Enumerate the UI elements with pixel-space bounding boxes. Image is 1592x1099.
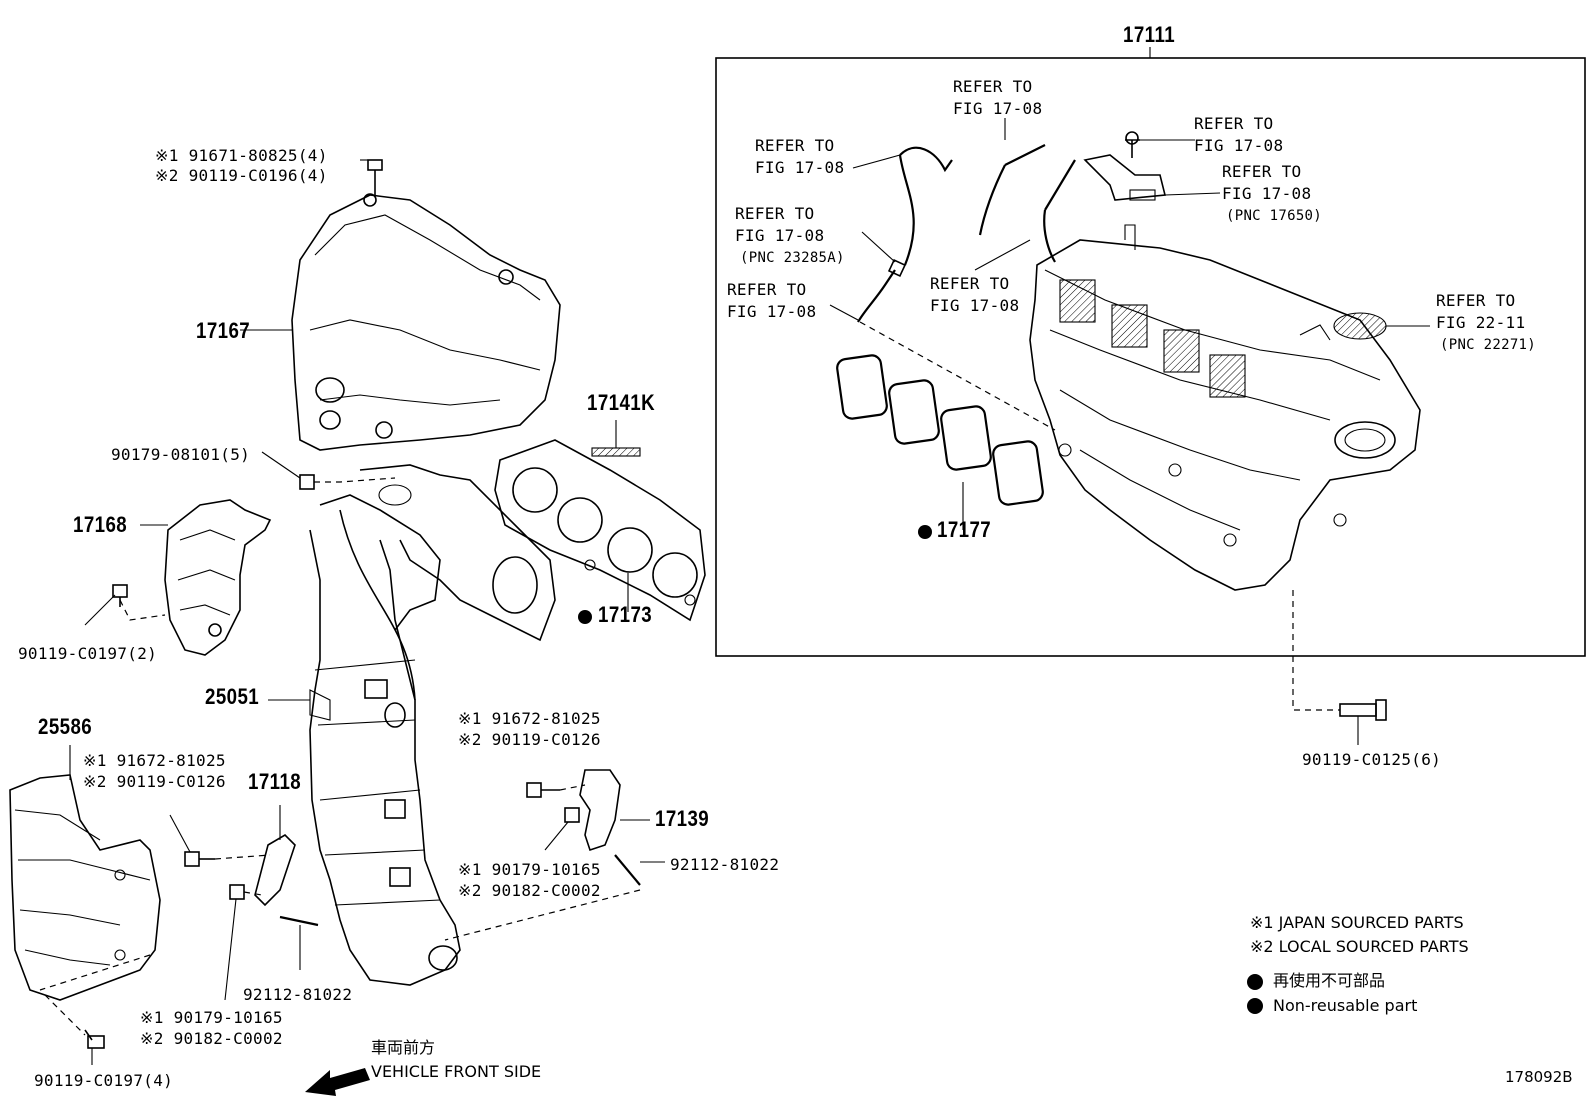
refer-label: FIG 17-08	[1222, 184, 1312, 203]
exhaust-gasket-drawing	[494, 439, 706, 622]
bolt-c0197-2-drawing	[84, 584, 166, 626]
bracket-17139-drawing	[579, 769, 650, 852]
part-label-17168: 17168	[73, 512, 128, 537]
fastener-label: 90119-C0197(4)	[34, 1071, 174, 1090]
mesh-filter-drawing	[1333, 312, 1430, 340]
figure-code: 178092B	[1505, 1068, 1573, 1086]
refer-label: FIG 17-08	[755, 158, 845, 177]
intake-manifold-drawing	[1029, 224, 1421, 591]
part-label-17118: 17118	[248, 769, 302, 794]
fastener-label: ※1 91671-80825(4)	[155, 146, 328, 165]
fastener-label: 92112-81022	[670, 855, 780, 874]
heat-insulator-lower-drawing	[9, 745, 161, 1001]
fastener-label: 90119-C0125(6)	[1302, 750, 1442, 769]
left-nut-drawing	[224, 884, 263, 1001]
dashed-guide	[39, 954, 151, 991]
refer-label: FIG 17-08	[953, 99, 1043, 118]
right-stud-drawing	[444, 854, 665, 941]
vehicle-front-jp: 車両前方	[371, 1038, 436, 1057]
right-bolt-drawing	[526, 782, 586, 798]
part-label-17139: 17139	[655, 806, 710, 831]
nonreuse-bullet-icon	[918, 525, 932, 539]
intake-gaskets-drawing	[836, 354, 1044, 530]
part-label-17141k: 17141K	[587, 390, 656, 415]
fastener-label: ※1 90179-10165	[140, 1008, 283, 1027]
fastener-label: ※2 90119-C0126	[458, 730, 601, 749]
refer-label: REFER TO	[727, 280, 807, 299]
fastener-label: 92112-81022	[243, 985, 353, 1004]
part-label-17167: 17167	[196, 318, 251, 343]
fastener-label: ※2 90119-C0126	[83, 772, 226, 791]
left-stud-drawing	[279, 915, 319, 970]
part-label-17177: 17177	[937, 517, 992, 542]
exhaust-manifold-drawing	[268, 464, 556, 986]
legend-japan-sourced: ※1 JAPAN SOURCED PARTS	[1250, 913, 1464, 932]
legend-nonreuse-jp: 再使用不可部品	[1273, 971, 1386, 990]
refer-label: FIG 17-08	[1194, 136, 1284, 155]
heat-insulator-side-drawing	[140, 499, 272, 656]
fastener-label: ※2 90182-C0002	[140, 1029, 283, 1048]
nonreuse-bullet-icon	[1247, 998, 1263, 1014]
legend-nonreuse-en: Non-reusable part	[1273, 996, 1418, 1015]
hoses-drawing	[829, 118, 1076, 323]
refer-label: FIG 17-08	[727, 302, 817, 321]
vehicle-front-en: VEHICLE FRONT SIDE	[371, 1062, 542, 1081]
refer-label: REFER TO	[1436, 291, 1516, 310]
fastener-label: 90119-C0197(2)	[18, 644, 158, 663]
refer-label: REFER TO	[1222, 162, 1302, 181]
vehicle-front-arrow-icon	[305, 1068, 370, 1096]
heat-insulator-upper-drawing	[240, 193, 561, 451]
top-bolt-drawing	[360, 159, 383, 195]
refer-label: REFER TO	[755, 136, 835, 155]
part-label-17173: 17173	[598, 602, 653, 627]
left-bolt-drawing	[169, 814, 271, 867]
intake-manifold-frame	[715, 47, 1586, 657]
legend-local-sourced: ※2 LOCAL SOURCED PARTS	[1250, 937, 1469, 956]
refer-label: FIG 22-11	[1436, 313, 1526, 332]
bracket-17118-drawing	[254, 805, 296, 907]
refer-label: REFER TO	[1194, 114, 1274, 133]
fastener-label: ※1 91672-81025	[83, 751, 226, 770]
part-label-17111: 17111	[1123, 22, 1176, 47]
dashed-guide	[859, 321, 1056, 431]
refer-label: REFER TO	[953, 77, 1033, 96]
nonreuse-bullet-icon	[1247, 974, 1263, 990]
nut-08101-drawing	[261, 451, 396, 490]
refer-label: FIG 17-08	[735, 226, 825, 245]
nonreuse-bullet-icon	[578, 610, 592, 624]
sensor-bracket-drawing	[1083, 131, 1221, 201]
stud-17141k-drawing	[591, 420, 641, 457]
fastener-label: ※1 90179-10165	[458, 860, 601, 879]
right-nut-drawing	[544, 807, 580, 851]
refer-pnc-label: (PNC 23285A)	[740, 250, 845, 266]
refer-label: REFER TO	[930, 274, 1010, 293]
part-label-25586: 25586	[38, 714, 93, 739]
fastener-label: ※2 90119-C0196(4)	[155, 166, 328, 185]
refer-label: FIG 17-08	[930, 296, 1020, 315]
bolt-c0197-4-drawing	[44, 994, 105, 1065]
refer-label: REFER TO	[735, 204, 815, 223]
fastener-label: ※2 90182-C0002	[458, 881, 601, 900]
part-label-25051: 25051	[205, 684, 260, 709]
refer-pnc-label: (PNC 22271)	[1440, 337, 1537, 353]
bolt-c0125-drawing	[1339, 699, 1387, 745]
fastener-label: 90179-08101(5)	[111, 445, 251, 464]
dashed-guide	[1292, 590, 1340, 711]
refer-pnc-label: (PNC 17650)	[1226, 208, 1323, 224]
fastener-label: ※1 91672-81025	[458, 709, 601, 728]
